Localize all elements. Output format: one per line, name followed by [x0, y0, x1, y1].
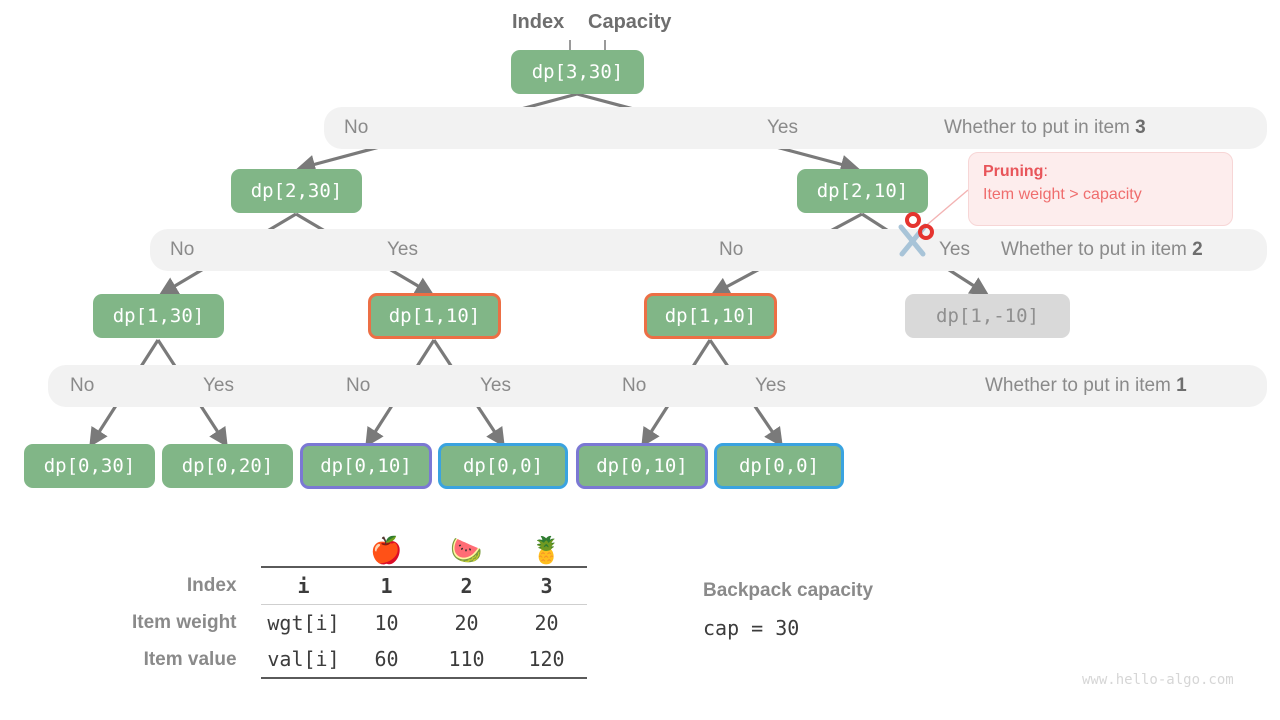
- cell-index-1: 1: [346, 566, 427, 605]
- node-dp-2-10[interactable]: dp[2,10]: [797, 169, 928, 213]
- band-item2-title-num: 2: [1192, 239, 1203, 260]
- node-dp-1-10-a[interactable]: dp[1,10]: [368, 293, 501, 339]
- band-item2-yes-2: Yes: [939, 239, 970, 260]
- item-emoji-pineapple: 🍍: [530, 536, 563, 566]
- emoji-row-key-spacer: [261, 522, 347, 567]
- items-table: 🍎 🍉 🍍 Index i 1 2 3 Item weight wgt[i] 1…: [132, 522, 587, 679]
- pruning-title: Pruning: [983, 163, 1044, 180]
- node-dp-1-30[interactable]: dp[1,30]: [93, 294, 224, 338]
- watermark: www.hello-algo.com: [1082, 672, 1234, 688]
- node-dp-0-30[interactable]: dp[0,30]: [24, 444, 155, 488]
- band-item1-yes-2: Yes: [480, 375, 511, 396]
- pruning-title-row: Pruning:: [983, 161, 1218, 183]
- band-item3-no: No: [344, 117, 369, 138]
- table-row-value: Item value val[i] 60 110 120: [132, 641, 587, 679]
- band-item3-title: Whether to put in item 3: [944, 107, 1146, 149]
- pruning-callout: Pruning: Item weight > capacity: [968, 152, 1233, 226]
- band-item1-title: Whether to put in item 1: [985, 365, 1187, 407]
- row-key-index: i: [260, 566, 347, 605]
- node-dp-1-10-b[interactable]: dp[1,10]: [644, 293, 777, 339]
- band-item1-yes-3: Yes: [755, 375, 786, 396]
- node-dp-0-0-a[interactable]: dp[0,0]: [438, 443, 568, 489]
- cell-value-3: 120: [506, 641, 587, 679]
- cell-value-1: 60: [346, 641, 427, 679]
- band-item2-no-1: No: [170, 239, 195, 260]
- band-item1-no-1: No: [70, 375, 95, 396]
- capacity-title: Backpack capacity: [703, 580, 874, 601]
- cell-weight-2: 20: [454, 611, 479, 635]
- node-dp-0-10-b[interactable]: dp[0,10]: [576, 443, 708, 489]
- band-item1-title-text: Whether to put in item: [985, 375, 1177, 396]
- node-dp-0-10-a[interactable]: dp[0,10]: [300, 443, 432, 489]
- header-capacity-label: Capacity: [588, 11, 672, 33]
- band-item1-yes-1: Yes: [203, 375, 234, 396]
- pruning-reason: Item weight > capacity: [983, 186, 1142, 203]
- node-dp-0-20[interactable]: dp[0,20]: [162, 444, 293, 488]
- scissors-icon: [898, 212, 934, 257]
- item-emoji-apple: 🍎: [370, 536, 403, 566]
- row-key-value: val[i]: [260, 641, 347, 679]
- items-table-grid: 🍎 🍉 🍍 Index i 1 2 3 Item weight wgt[i] 1…: [132, 522, 587, 679]
- table-row-weight: Item weight wgt[i] 10 20 20: [132, 605, 587, 642]
- cell-weight-1: 10: [374, 611, 399, 635]
- cell-weight-3: 20: [534, 611, 559, 635]
- capacity-value: cap = 30: [703, 616, 800, 640]
- node-dp-3-30[interactable]: dp[3,30]: [511, 50, 644, 94]
- table-row-index: Index i 1 2 3: [132, 566, 587, 605]
- band-item2-yes-1: Yes: [387, 239, 418, 260]
- band-item1-no-3: No: [622, 375, 647, 396]
- row-key-weight: wgt[i]: [267, 611, 340, 635]
- band-item3-yes: Yes: [767, 117, 798, 138]
- pruning-colon: :: [1043, 163, 1048, 180]
- band-item3-title-text: Whether to put in item: [944, 117, 1136, 138]
- band-item2-no-2: No: [719, 239, 744, 260]
- row-label-value: Item value: [143, 648, 237, 670]
- cell-index-3: 3: [506, 566, 587, 605]
- cell-value-2: 110: [426, 641, 507, 679]
- table-row-emoji: 🍎 🍉 🍍: [132, 522, 587, 567]
- band-item2-title: Whether to put in item 2: [1001, 229, 1203, 271]
- row-label-weight: Item weight: [132, 611, 237, 633]
- band-item1-title-num: 1: [1176, 375, 1187, 396]
- cell-index-2: 2: [426, 566, 507, 605]
- header-index-label: Index: [512, 11, 565, 33]
- band-item2: No Yes No Yes Whether to put in item 2: [150, 229, 1267, 271]
- band-item3-title-num: 3: [1135, 117, 1146, 138]
- band-item1: No Yes No Yes No Yes Whether to put in i…: [48, 365, 1267, 407]
- node-dp-2-30[interactable]: dp[2,30]: [231, 169, 362, 213]
- band-item1-no-2: No: [346, 375, 371, 396]
- band-item2-title-text: Whether to put in item: [1001, 239, 1193, 260]
- node-dp-0-0-b[interactable]: dp[0,0]: [714, 443, 844, 489]
- emoji-row-spacer: [132, 522, 261, 567]
- band-item3: No Yes Whether to put in item 3: [324, 107, 1267, 149]
- item-emoji-watermelon: 🍉: [450, 536, 483, 566]
- row-label-index: Index: [186, 574, 237, 596]
- node-dp-1-neg10[interactable]: dp[1,-10]: [905, 294, 1070, 338]
